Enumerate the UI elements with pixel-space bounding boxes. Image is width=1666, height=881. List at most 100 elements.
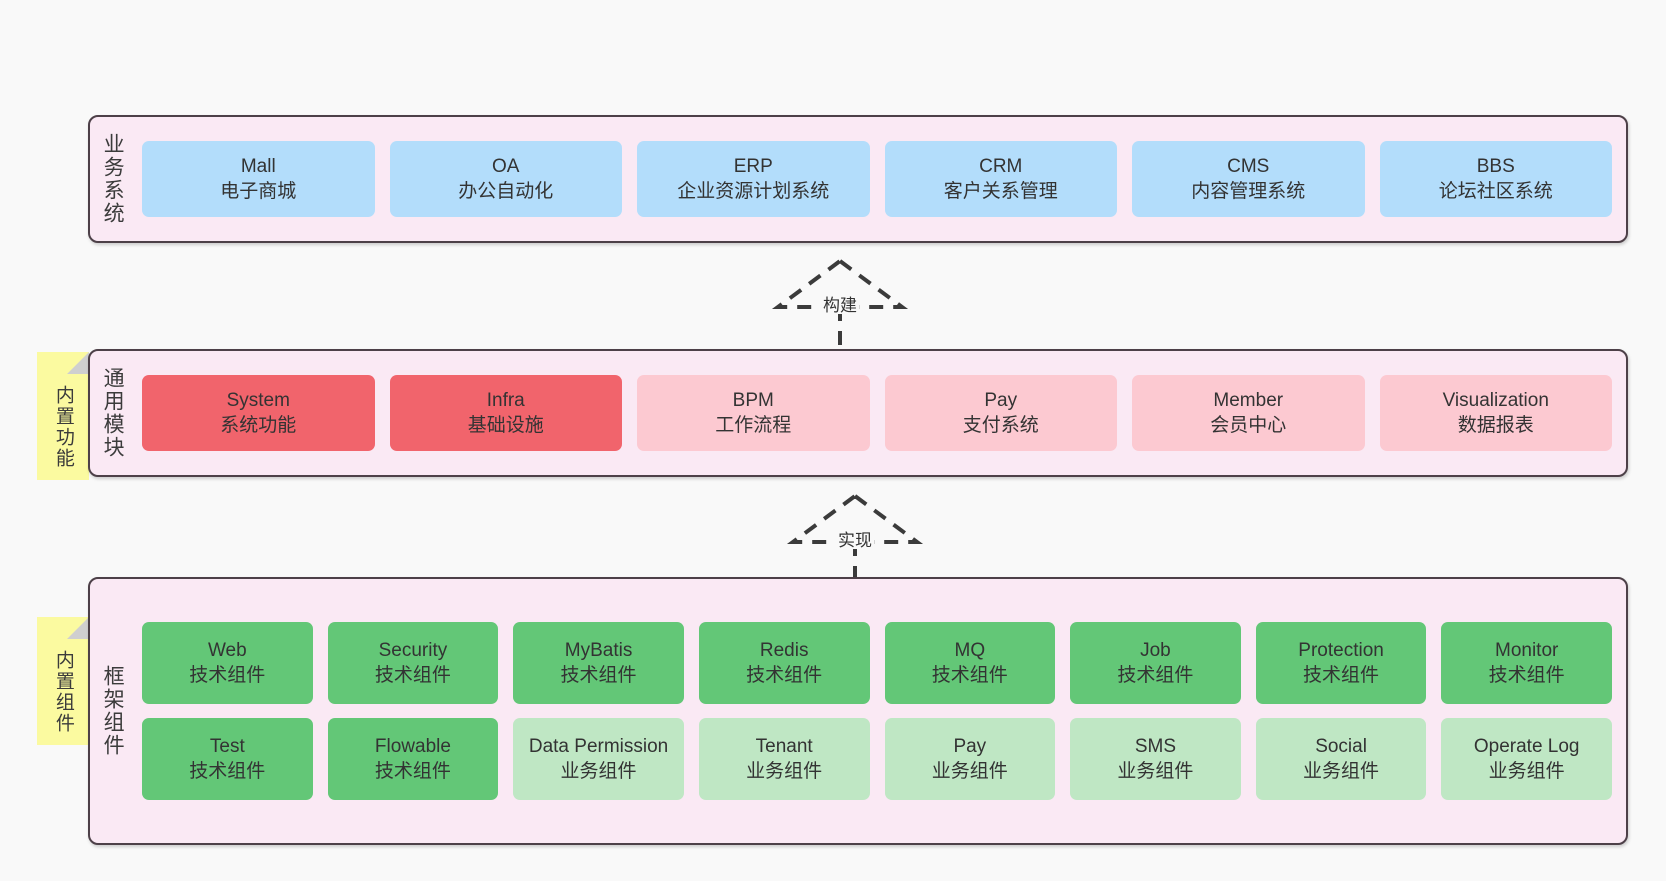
card-mq[interactable]: MQ 技术组件 [884,622,1056,704]
card-pay-component[interactable]: Pay 业务组件 [884,718,1056,800]
card-visualization[interactable]: Visualization 数据报表 [1379,375,1612,451]
card-title-cn: 办公自动化 [458,181,554,202]
card-protection[interactable]: Protection 技术组件 [1255,622,1427,704]
connector-label-build: 构建 [821,296,859,315]
card-title-en: Security [378,639,448,661]
card-title-cn: 技术组件 [1488,665,1565,686]
generalization-arrow-icon [771,258,909,351]
layer-title-business-systems: 业务系统 [101,133,125,225]
card-title-cn: 技术组件 [374,665,451,686]
card-cms[interactable]: CMS 内容管理系统 [1132,141,1365,217]
card-redis[interactable]: Redis 技术组件 [698,622,870,704]
card-erp[interactable]: ERP 企业资源计划系统 [637,141,870,217]
card-title-en: Operate Log [1473,735,1580,757]
note-builtin-components: 内置组件 [37,617,89,745]
card-title-en: MyBatis [564,639,633,661]
card-social[interactable]: Social 业务组件 [1255,718,1427,800]
card-bpm[interactable]: BPM 工作流程 [637,375,870,451]
card-row: System 系统功能 Infra 基础设施 BPM 工作流程 Pay 支付系统… [142,375,1612,451]
card-title-cn: 业务组件 [1303,761,1380,782]
card-title-en: OA [492,155,520,177]
card-title-cn: 业务组件 [746,761,823,782]
card-title-en: Job [1140,639,1171,661]
card-sms[interactable]: SMS 业务组件 [1070,718,1241,800]
connector-realize: 实现 [775,490,935,590]
card-title-en: Protection [1298,639,1384,661]
card-mall[interactable]: Mall 电子商城 [142,141,375,217]
card-title-en: Visualization [1442,389,1549,411]
card-title-cn: 技术组件 [374,761,451,782]
card-title-en: Redis [759,639,809,661]
card-title-cn: 系统功能 [220,415,297,436]
card-title-cn: 业务组件 [931,761,1008,782]
note-builtin-functions: 内置功能 [37,352,89,480]
layer-body-framework-components: Web 技术组件 Security 技术组件 MyBatis 技术组件 Redi… [134,579,1626,843]
card-bbs[interactable]: BBS 论坛社区系统 [1379,141,1612,217]
card-tenant[interactable]: Tenant 业务组件 [698,718,870,800]
card-title-cn: 电子商城 [220,181,297,202]
layer-title-framework-components: 框架组件 [101,665,125,757]
connector-label-realize: 实现 [836,531,874,550]
card-title-cn: 论坛社区系统 [1438,181,1553,202]
card-title-cn: 数据报表 [1457,415,1534,436]
card-test[interactable]: Test 技术组件 [142,718,313,800]
card-title-en: CMS [1227,155,1270,177]
card-title-cn: 技术组件 [189,665,266,686]
card-title-cn: 技术组件 [1117,665,1194,686]
card-title-cn: 业务组件 [560,761,637,782]
card-title-cn: 技术组件 [1303,665,1380,686]
card-title-en: Member [1213,389,1284,411]
card-row: Web 技术组件 Security 技术组件 MyBatis 技术组件 Redi… [142,622,1612,704]
card-member[interactable]: Member 会员中心 [1132,375,1365,451]
card-title-en: BBS [1476,155,1515,177]
card-operate-log[interactable]: Operate Log 业务组件 [1441,718,1612,800]
card-web[interactable]: Web 技术组件 [142,622,313,704]
card-title-en: ERP [733,155,773,177]
card-title-en: Pay [984,389,1018,411]
layer-title-common-modules: 通用模块 [101,367,125,459]
layer-common-modules: 通用模块 System 系统功能 Infra 基础设施 BPM 工作流程 Pay… [88,349,1628,477]
connector-build: 构建 [760,255,920,355]
card-title-en: System [226,389,290,411]
note-label: 内置功能 [52,385,74,469]
card-title-en: Web [207,639,247,661]
card-pay-module[interactable]: Pay 支付系统 [884,375,1117,451]
layer-body-business-systems: Mall 电子商城 OA 办公自动化 ERP 企业资源计划系统 CRM 客户关系… [134,117,1626,241]
card-title-cn: 工作流程 [715,415,792,436]
card-title-en: Infra [486,389,525,411]
card-title-en: SMS [1134,735,1177,757]
card-flowable[interactable]: Flowable 技术组件 [327,718,499,800]
card-title-en: Data Permission [528,735,669,757]
card-row: Mall 电子商城 OA 办公自动化 ERP 企业资源计划系统 CRM 客户关系… [142,141,1612,217]
card-title-en: Flowable [374,735,451,757]
card-row: Test 技术组件 Flowable 技术组件 Data Permission … [142,718,1612,800]
layer-business-systems: 业务系统 Mall 电子商城 OA 办公自动化 ERP 企业资源计划系统 CRM… [88,115,1628,243]
card-job[interactable]: Job 技术组件 [1070,622,1241,704]
card-title-en: Social [1315,735,1367,757]
card-data-permission[interactable]: Data Permission 业务组件 [513,718,684,800]
card-title-en: Tenant [755,735,813,757]
card-title-cn: 技术组件 [189,761,266,782]
card-title-cn: 企业资源计划系统 [677,181,830,202]
card-title-cn: 基础设施 [467,415,544,436]
card-title-en: CRM [979,155,1023,177]
card-crm[interactable]: CRM 客户关系管理 [884,141,1117,217]
card-title-en: BPM [732,389,774,411]
card-title-cn: 业务组件 [1117,761,1194,782]
card-title-cn: 业务组件 [1488,761,1565,782]
layer-framework-components: 框架组件 Web 技术组件 Security 技术组件 MyBatis 技术组件… [88,577,1628,845]
card-system[interactable]: System 系统功能 [142,375,375,451]
card-title-cn: 内容管理系统 [1191,181,1306,202]
card-title-cn: 技术组件 [746,665,823,686]
card-oa[interactable]: OA 办公自动化 [389,141,622,217]
card-title-en: Pay [953,735,987,757]
card-monitor[interactable]: Monitor 技术组件 [1441,622,1612,704]
card-title-cn: 会员中心 [1210,415,1287,436]
card-title-en: Mall [240,155,276,177]
note-label: 内置组件 [52,650,74,734]
card-infra[interactable]: Infra 基础设施 [389,375,622,451]
card-security[interactable]: Security 技术组件 [327,622,499,704]
card-mybatis[interactable]: MyBatis 技术组件 [513,622,684,704]
card-title-cn: 技术组件 [560,665,637,686]
